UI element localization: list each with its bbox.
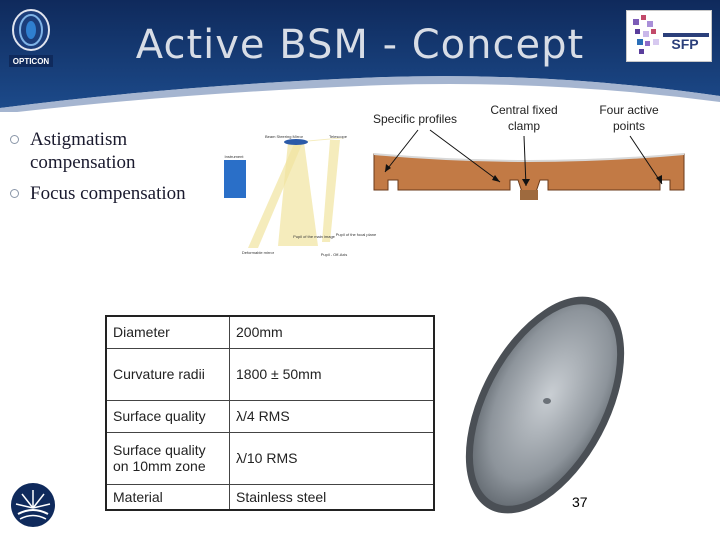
- spec-key: Material: [105, 483, 230, 511]
- label-specific-profiles: Specific profiles: [372, 112, 458, 126]
- label-deformable-mirror: Deformable mirror: [242, 250, 275, 255]
- spec-value: λ/10 RMS: [229, 431, 435, 485]
- header-background: [0, 0, 720, 114]
- mirror-face: [472, 304, 618, 506]
- bullet-dot-icon: [10, 135, 19, 144]
- arrow-head-icon: [656, 175, 662, 184]
- bullet-astigmatism: Astigmatism compensation: [10, 128, 230, 174]
- arrow-line: [429, 129, 501, 183]
- arrow-line: [384, 129, 419, 173]
- spec-key: Surface quality on 10mm zone: [105, 431, 230, 485]
- spec-key: Surface quality: [105, 399, 230, 433]
- bullet-text: Astigmatism compensation: [30, 129, 136, 173]
- table-row: Surface quality λ/4 RMS: [105, 399, 435, 433]
- optics-diagram: Beam Steering Mirror Telescope Instrumen…: [218, 130, 378, 260]
- opticon-logo-text: OPTICON: [13, 57, 50, 66]
- label-instrument: Instrument: [225, 154, 245, 159]
- spec-value: 1800 ± 50mm: [229, 347, 435, 401]
- table-row: Curvature radii 1800 ± 50mm: [105, 347, 435, 401]
- bottom-logo-icon: [10, 482, 56, 528]
- bullet-dot-icon: [10, 189, 19, 198]
- bullet-text: Focus compensation: [30, 183, 186, 204]
- arrow-line: [523, 135, 527, 187]
- spec-key: Curvature radii: [105, 347, 230, 401]
- mirror-center-clamp: [543, 398, 551, 404]
- page-title: Active BSM - Concept: [135, 22, 585, 68]
- label-pupil-off-axis: Pupil - Off-Axis: [321, 252, 348, 257]
- opticon-logo-icon: OPTICON: [8, 8, 54, 68]
- spec-key: Diameter: [105, 315, 230, 349]
- label-central-fixed-clamp: Central fixed clamp: [490, 103, 558, 133]
- label-beam-steering-mirror: Beam Steering Mirror: [265, 134, 304, 139]
- label-pupil-image: Pupil of the main image: [293, 234, 336, 239]
- label-telescope: Telescope: [329, 134, 348, 139]
- bullet-focus: Focus compensation: [10, 182, 230, 205]
- table-row: Material Stainless steel: [105, 483, 435, 511]
- arrow-head-icon: [385, 164, 391, 172]
- sfp-logo-icon: SFP: [626, 10, 712, 62]
- instrument-block: [224, 160, 246, 198]
- label-four-active-points: Four active points: [599, 103, 659, 133]
- page-number: 37: [572, 494, 588, 510]
- arrow-head-icon: [492, 175, 500, 182]
- arrow-line: [629, 135, 663, 185]
- bullet-list: Astigmatism compensation Focus compensat…: [10, 128, 230, 213]
- table-row: Surface quality on 10mm zone λ/10 RMS: [105, 431, 435, 485]
- steering-mirror: [284, 139, 308, 145]
- spec-value: Stainless steel: [229, 483, 435, 511]
- spec-value: 200mm: [229, 315, 435, 349]
- table-row: Diameter 200mm: [105, 315, 435, 349]
- central-clamp: [520, 190, 538, 200]
- header-band: [0, 0, 720, 114]
- label-focal-plane: Pupil of the focal plane: [336, 232, 377, 237]
- mirror-cross-section: [370, 150, 688, 202]
- spec-table: Diameter 200mm Curvature radii 1800 ± 50…: [105, 315, 435, 511]
- sfp-logo-text: SFP: [671, 36, 698, 52]
- mirror-photo: [455, 283, 635, 528]
- arrow-head-icon: [522, 179, 530, 186]
- spec-value: λ/4 RMS: [229, 399, 435, 433]
- beam-shape: [322, 140, 340, 242]
- beam-shape: [248, 144, 302, 248]
